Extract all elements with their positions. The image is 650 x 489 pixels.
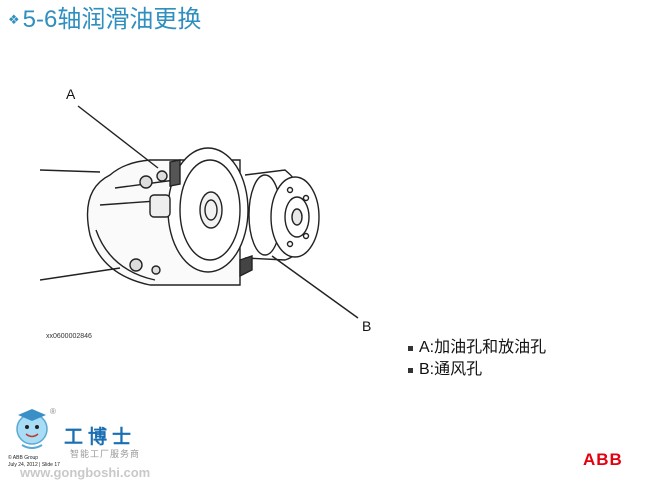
legend-item-label: A:加油孔和放油孔 (419, 339, 547, 356)
mascot-icon (16, 409, 48, 449)
axis-gearbox-illustration: A B (39, 80, 390, 340)
slide-info-line: July 24, 2012 | Slide 17 (8, 462, 60, 468)
copyright-block: © ABB Group July 24, 2012 | Slide 17 (8, 455, 60, 469)
registered-mark: ® (50, 407, 56, 416)
brand-name: 工博士 (64, 426, 137, 448)
slide-title: ❖ 5-6轴润滑油更换 (8, 6, 201, 34)
abb-logo: ABB (583, 450, 623, 469)
gearbox-drawing (39, 105, 359, 319)
square-bullet-icon (408, 367, 413, 373)
website-watermark: www.gongboshi.com (20, 465, 151, 480)
legend-item: A:加油孔和放油孔 (408, 337, 546, 359)
brand-watermark: ® 工博士 智能工厂服务商 (8, 405, 158, 465)
legend-item: B:通风孔 (408, 359, 546, 381)
callout-b: B (362, 318, 372, 334)
title-bullet-icon: ❖ (8, 12, 20, 27)
legend-item-label: B:通风孔 (419, 361, 483, 378)
brand-subtitle: 智能工厂服务商 (70, 449, 141, 459)
callout-a: A (66, 86, 76, 102)
square-bullet-icon (408, 345, 413, 351)
legend-list: A:加油孔和放油孔 B:通风孔 (408, 337, 546, 381)
copyright-line: © ABB Group (8, 455, 39, 461)
figure-id: xx0600002846 (46, 333, 92, 340)
title-text: 5-6轴润滑油更换 (22, 6, 202, 33)
